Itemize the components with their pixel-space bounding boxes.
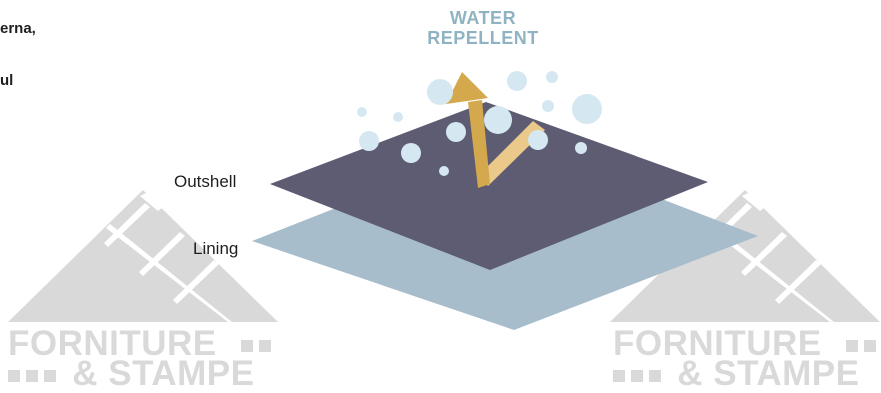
water-droplet xyxy=(575,142,587,154)
water-droplet xyxy=(446,122,466,142)
water-droplet xyxy=(439,166,449,176)
water-droplet xyxy=(359,131,379,151)
watermark-text-left-line-2: & STAMPE xyxy=(8,356,254,391)
water-droplet xyxy=(401,143,421,163)
intro-text-line-2: ul xyxy=(0,72,14,89)
lining-label: Lining xyxy=(193,239,239,258)
repel-arrow xyxy=(446,72,490,188)
water-droplet xyxy=(427,79,453,105)
water-droplet xyxy=(484,106,512,134)
water-droplet xyxy=(572,94,602,124)
feature-title-line-1: WATER xyxy=(449,8,517,28)
watermark-logo-right xyxy=(610,190,880,322)
watermark-text-right-line-2: & STAMPE xyxy=(613,356,859,391)
watermark-text-right-line-1: FORNITURE xyxy=(613,326,881,361)
water-droplet xyxy=(546,71,558,83)
feature-title-line-2: REPELLENT xyxy=(427,28,539,48)
water-droplet xyxy=(507,71,527,91)
incoming-water-arrow xyxy=(478,121,545,186)
water-droplets xyxy=(357,71,602,176)
watermark-logo-left xyxy=(8,190,278,322)
intro-text-line-1: erna, xyxy=(0,20,36,37)
water-droplet xyxy=(542,100,554,112)
outshell-label: Outshell xyxy=(174,172,237,191)
water-droplet xyxy=(393,112,403,122)
outshell-layer xyxy=(270,102,708,270)
water-droplet xyxy=(357,107,367,117)
watermark-text-left-line-1: FORNITURE xyxy=(8,326,277,361)
feature-title: WATER REPELLENT xyxy=(398,8,568,48)
water-droplet xyxy=(528,130,548,150)
